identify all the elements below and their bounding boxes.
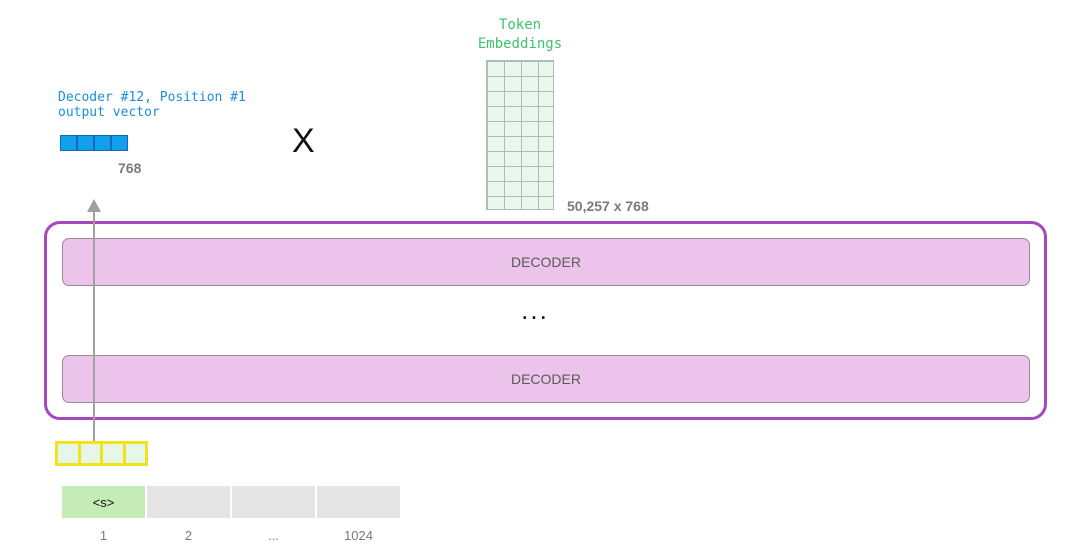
input-vector-cell (125, 444, 145, 463)
decoder-ellipsis: ... (521, 295, 549, 325)
input-token-strip: <s> (62, 486, 400, 518)
token-embeddings-matrix (486, 60, 554, 210)
flow-arrow-icon (87, 199, 101, 441)
decoder-block-bottom: DECODER (62, 355, 1030, 403)
output-vector (60, 135, 128, 151)
output-vector-dimension: 768 (118, 160, 142, 176)
output-vector-title-line2: output vector (58, 105, 160, 120)
token-embeddings-title-line1: Token (498, 17, 542, 33)
token-embeddings-title-line2: Embeddings (477, 36, 563, 52)
output-vector-cell (60, 135, 77, 151)
decoder-block-top: DECODER (62, 238, 1030, 286)
input-token-slot (147, 486, 230, 518)
position-label: 1024 (344, 528, 373, 543)
output-vector-title: Decoder #12, Position #1 output vector (58, 90, 246, 120)
output-vector-cell (94, 135, 111, 151)
input-vector-cell (80, 444, 100, 463)
input-token-slot (317, 486, 400, 518)
position-label: 1 (99, 528, 108, 543)
output-vector-cell (77, 135, 94, 151)
token-embeddings-title: Token Embeddings (420, 16, 620, 54)
output-vector-title-line1: Decoder #12, Position #1 (58, 90, 246, 105)
output-vector-cell (111, 135, 128, 151)
input-token-start: <s> (62, 486, 145, 518)
position-label: ... (268, 528, 279, 543)
position-labels: 1 2 ... 1024 (62, 528, 400, 543)
decoder-stack (44, 221, 1047, 420)
position-label: 2 (184, 528, 193, 543)
input-vector-cell (58, 444, 78, 463)
token-embeddings-dimensions: 50,257 x 768 (567, 198, 649, 214)
input-vector-cell (103, 444, 123, 463)
multiply-operator: X (292, 122, 315, 160)
input-token-slot (232, 486, 315, 518)
input-embedding-vector (55, 441, 148, 466)
